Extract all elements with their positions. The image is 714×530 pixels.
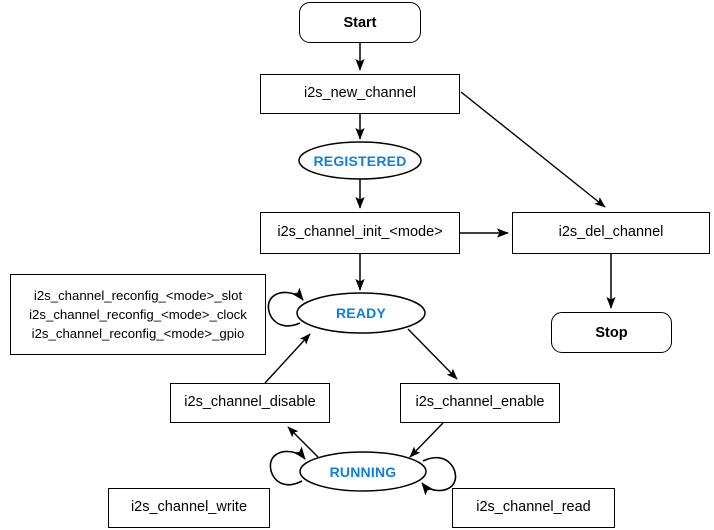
node-i2s-channel-reconfig-group[interactable]: i2s_channel_reconfig_<mode>_slot i2s_cha…	[10, 274, 266, 355]
node-i2s-channel-init-label: i2s_channel_init_<mode>	[277, 224, 443, 241]
reconfig-line-clock: i2s_channel_reconfig_<mode>_clock	[29, 306, 247, 322]
node-start[interactable]: Start	[299, 2, 421, 43]
node-state-registered[interactable]: REGISTERED	[299, 142, 421, 179]
node-i2s-del-channel-label: i2s_del_channel	[558, 224, 664, 241]
node-stop-label: Stop	[595, 324, 628, 341]
edge-new-channel-to-del-channel	[460, 91, 606, 208]
node-state-running-label: RUNNING	[329, 463, 397, 480]
node-i2s-channel-write-label: i2s_channel_write	[130, 499, 248, 516]
node-i2s-channel-enable-label: i2s_channel_enable	[415, 394, 545, 411]
node-state-ready[interactable]: READY	[297, 293, 425, 333]
edge-ready-to-enable	[407, 328, 458, 380]
node-start-label: Start	[343, 14, 377, 31]
node-i2s-channel-disable[interactable]: i2s_channel_disable	[170, 383, 330, 423]
node-i2s-del-channel[interactable]: i2s_del_channel	[512, 212, 710, 254]
node-i2s-new-channel-label: i2s_new_channel	[303, 85, 417, 102]
node-i2s-channel-disable-label: i2s_channel_disable	[184, 394, 316, 411]
node-i2s-channel-enable[interactable]: i2s_channel_enable	[400, 383, 560, 423]
reconfig-line-slot: i2s_channel_reconfig_<mode>_slot	[33, 287, 243, 303]
node-i2s-new-channel[interactable]: i2s_new_channel	[260, 74, 460, 114]
node-i2s-channel-init[interactable]: i2s_channel_init_<mode>	[260, 212, 460, 254]
node-state-registered-label: REGISTERED	[313, 152, 407, 169]
node-i2s-channel-write[interactable]: i2s_channel_write	[108, 488, 270, 528]
node-i2s-channel-read[interactable]: i2s_channel_read	[452, 488, 615, 528]
edge-running-self-loop-read	[421, 456, 457, 496]
node-i2s-channel-read-label: i2s_channel_read	[476, 499, 591, 516]
node-state-running[interactable]: RUNNING	[300, 452, 426, 491]
node-state-ready-label: READY	[335, 305, 386, 321]
node-stop[interactable]: Stop	[551, 312, 672, 353]
reconfig-line-gpio: i2s_channel_reconfig_<mode>_gpio	[31, 326, 245, 342]
edge-disable-to-ready	[264, 333, 311, 384]
